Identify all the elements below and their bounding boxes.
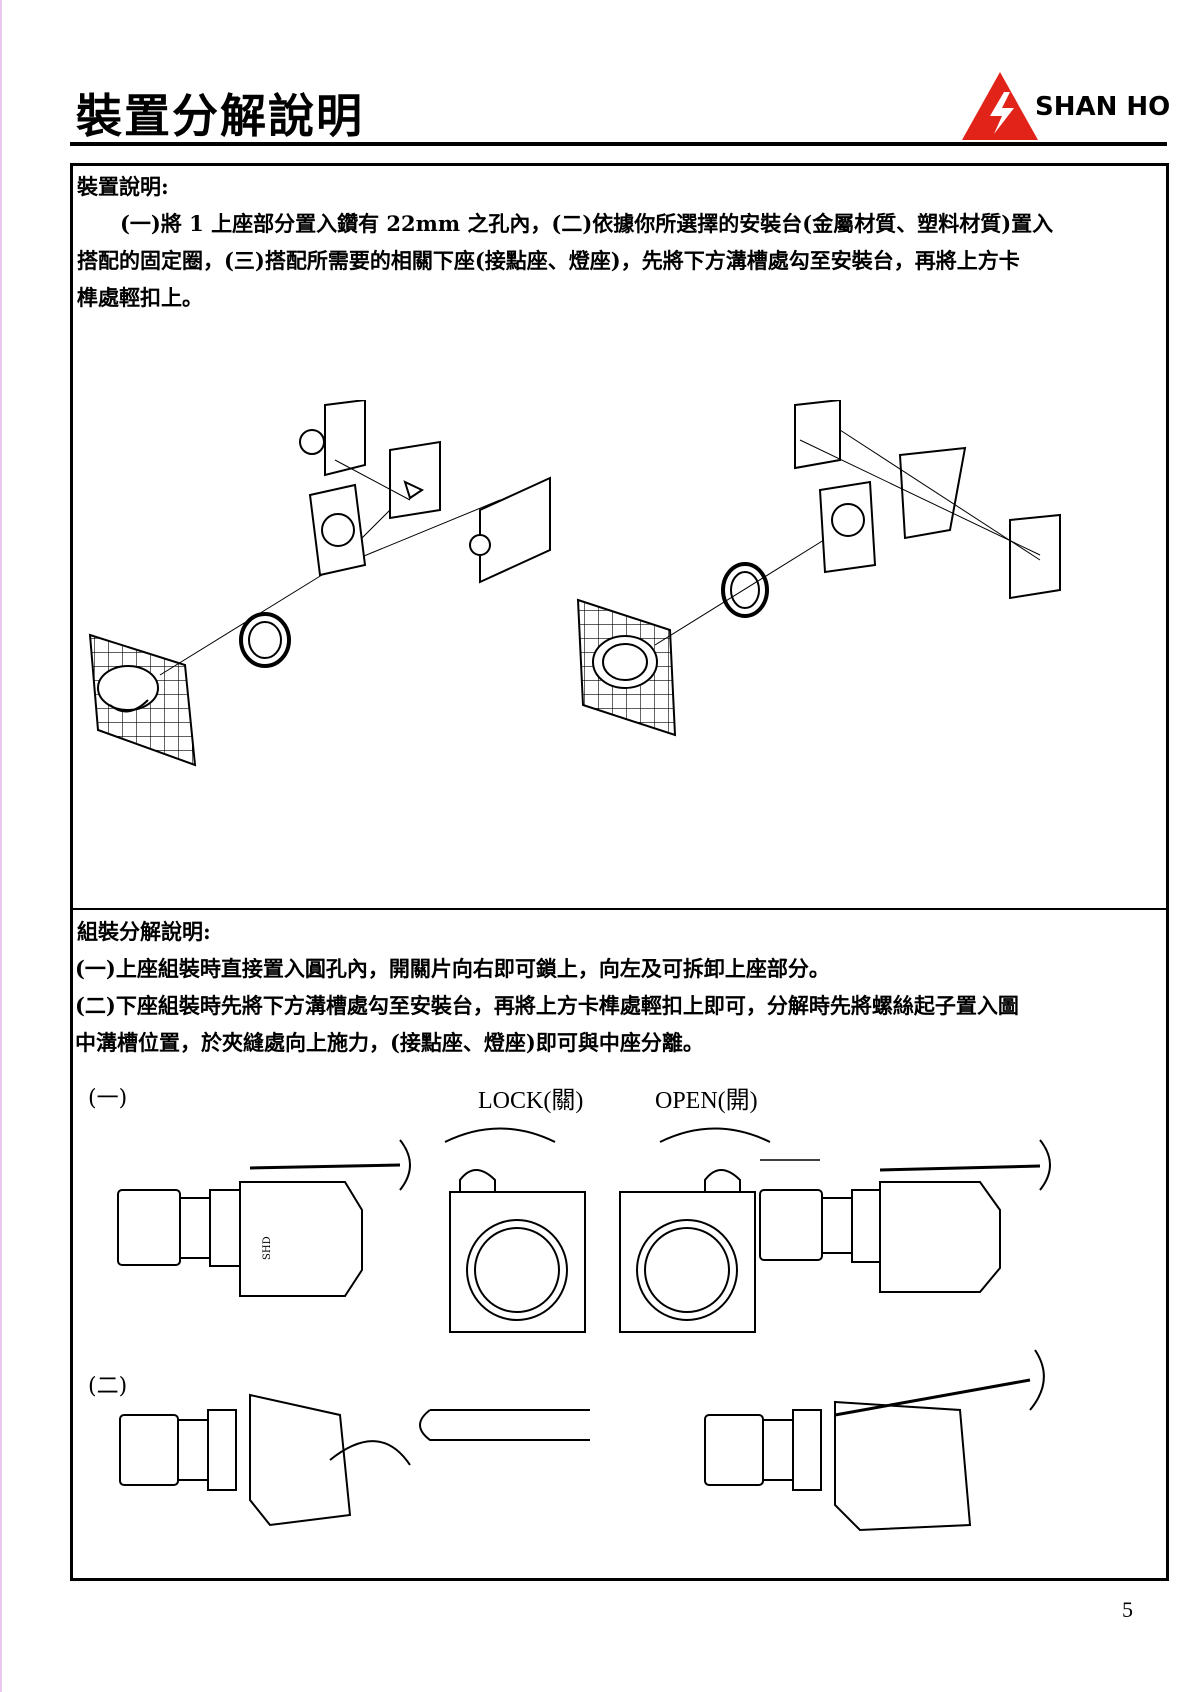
figure-label-two: (二): [88, 1374, 128, 1399]
section2-heading: 組裝分解說明:: [77, 919, 211, 944]
lock-label: LOCK(關): [478, 1088, 584, 1114]
exploded-view-left: [88, 400, 551, 767]
svg-text:SHD: SHD: [262, 1236, 273, 1260]
page-title: 裝置分解說明: [76, 89, 364, 143]
screwdriver-tip: [419, 1409, 590, 1441]
lock-open-diagram: [444, 1127, 771, 1333]
page-edge: [0, 0, 2, 1692]
section1-line1: (一)將 1 上座部分置入鑽有 22mm 之孔內，(二)依據你所選擇的安裝台(金…: [120, 211, 1054, 236]
exploded-assembly-figure: [88, 400, 1061, 767]
section1-line2: 搭配的固定圈，(三)搭配所需要的相關下座(接點座、燈座)，先將下方溝槽處勾至安裝…: [77, 248, 1020, 273]
section2-line3: 中溝槽位置，於夾縫處向上施力，(接點座、燈座)即可與中座分離。: [75, 1030, 704, 1055]
page-number: 5: [1122, 1597, 1133, 1622]
shanho-logo-icon: [962, 72, 1038, 140]
disassembly-side-view-left: [119, 1393, 411, 1527]
figure-label-one: (一): [88, 1086, 128, 1111]
assembly-steps-figure: SHD: [117, 1127, 1051, 1532]
assembly-side-view-left: SHD: [117, 1139, 411, 1297]
content-frame: [70, 163, 1169, 1581]
title-underline: [70, 142, 1167, 146]
exploded-view-right: [576, 400, 1061, 737]
brand-name: SHAN HO: [1035, 92, 1171, 122]
section2-line1: (一)上座組裝時直接置入圓孔內，開關片向右即可鎖上，向左及可拆卸上座部分。: [75, 956, 830, 981]
section1-line3: 榫處輕扣上。: [77, 285, 203, 310]
section1-heading: 裝置說明:: [77, 174, 169, 199]
disassembly-side-view-right: [704, 1349, 1045, 1532]
open-label: OPEN(開): [655, 1088, 758, 1114]
section2-line2: (二)下座組裝時先將下方溝槽處勾至安裝台，再將上方卡榫處輕扣上即可，分解時先將螺…: [75, 993, 1019, 1018]
section-divider: [73, 908, 1166, 910]
assembly-side-view-right: [759, 1139, 1051, 1293]
